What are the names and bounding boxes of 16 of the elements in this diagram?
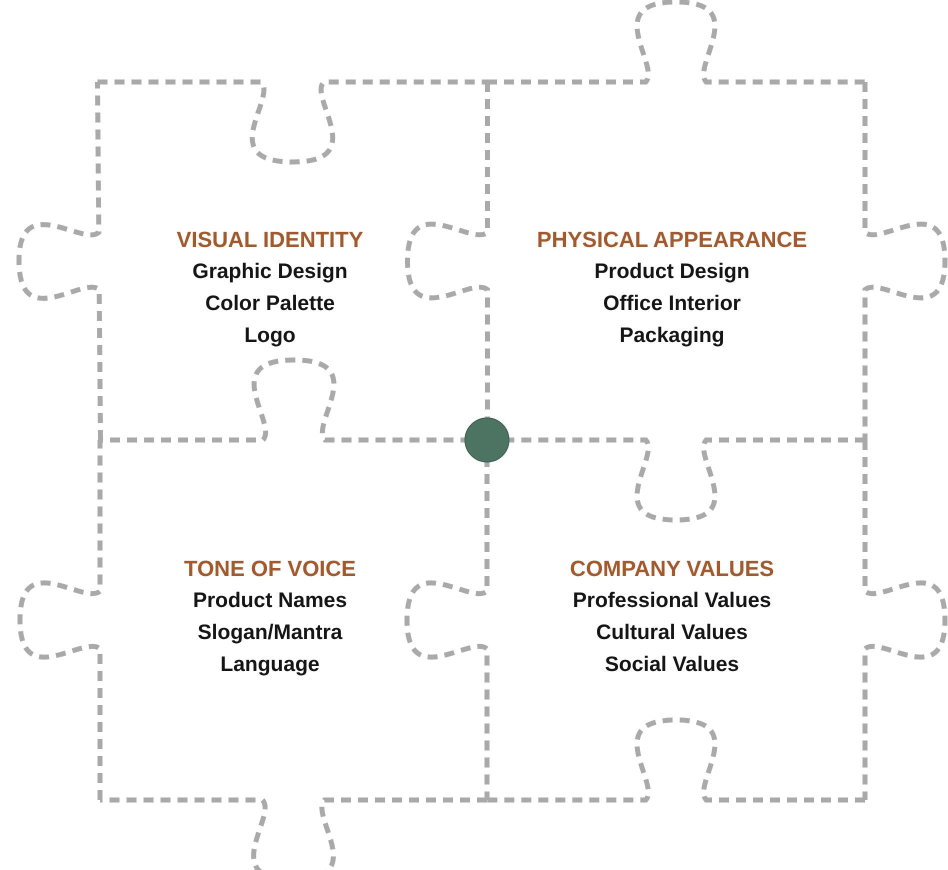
piece-item: Language	[220, 652, 320, 678]
piece-heading: TONE OF VOICE	[184, 555, 356, 583]
piece-item: Professional Values	[572, 588, 772, 614]
piece-heading: PHYSICAL APPEARANCE	[536, 226, 808, 254]
piece-item: Logo	[244, 323, 296, 349]
piece-item: Slogan/Mantra	[198, 620, 342, 646]
piece-heading: COMPANY VALUES	[570, 555, 774, 583]
piece-item: Social Values	[604, 652, 740, 678]
piece-item: Product Design	[594, 259, 750, 285]
piece-item: Cultural Values	[596, 620, 748, 646]
piece-heading: VISUAL IDENTITY	[176, 226, 364, 254]
piece-item: Product Names	[192, 588, 348, 614]
piece-item: Graphic Design	[192, 259, 348, 285]
piece-item: Color Palette	[205, 291, 335, 317]
piece-item: Packaging	[619, 323, 725, 349]
piece-item: Office Interior	[603, 291, 741, 317]
